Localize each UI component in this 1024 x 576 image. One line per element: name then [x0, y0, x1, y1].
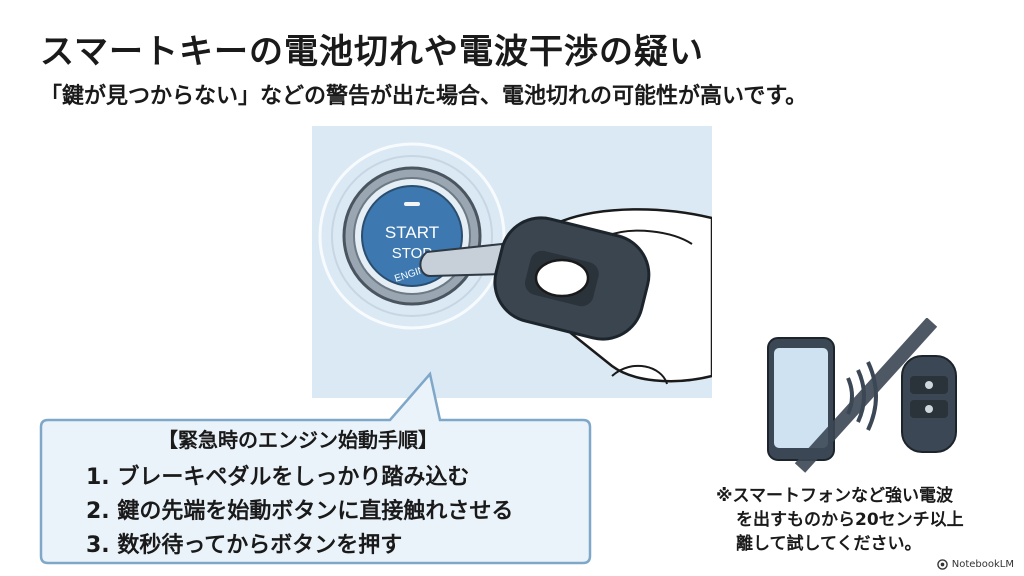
interference-illustration — [767, 318, 957, 473]
note-line-3: 離して試してください。 — [736, 534, 922, 554]
notebooklm-logo-icon — [936, 559, 948, 570]
page-subtitle: 「鍵が見つからない」などの警告が出た場合、電池切れの可能性が高いです。 — [40, 84, 808, 109]
footer-brand: NotebookLM — [936, 559, 1014, 570]
thumb — [534, 258, 590, 298]
page-title: スマートキーの電池切れや電波干渉の疑い — [40, 32, 704, 72]
prohibited-slash-icon — [794, 318, 938, 473]
procedure-step-3: 3. 数秒待ってからボタンを押す — [86, 533, 403, 558]
button-label-start: START — [385, 223, 439, 242]
procedure-heading: 【緊急時のエンジン始動手順】 — [158, 428, 438, 452]
procedure-step-2: 2. 鍵の先端を始動ボタンに直接触れさせる — [86, 499, 514, 524]
note-line-1: ※スマートフォンなど強い電波 — [716, 486, 954, 506]
note-line-2: を出すものから20センチ以上 — [736, 510, 964, 530]
start-button-illustration: START STOP ENGINE — [312, 126, 712, 398]
procedure-callout: 【緊急時のエンジン始動手順】 1. ブレーキペダルをしっかり踏み込む 2. 鍵の… — [38, 368, 598, 568]
key-blade — [419, 242, 506, 278]
procedure-step-1: 1. ブレーキペダルをしっかり踏み込む — [86, 465, 470, 490]
distance-note: ※スマートフォンなど強い電波 を出すものから20センチ以上 離して試してください… — [716, 484, 1006, 556]
footer-brand-text: NotebookLM — [951, 559, 1014, 570]
